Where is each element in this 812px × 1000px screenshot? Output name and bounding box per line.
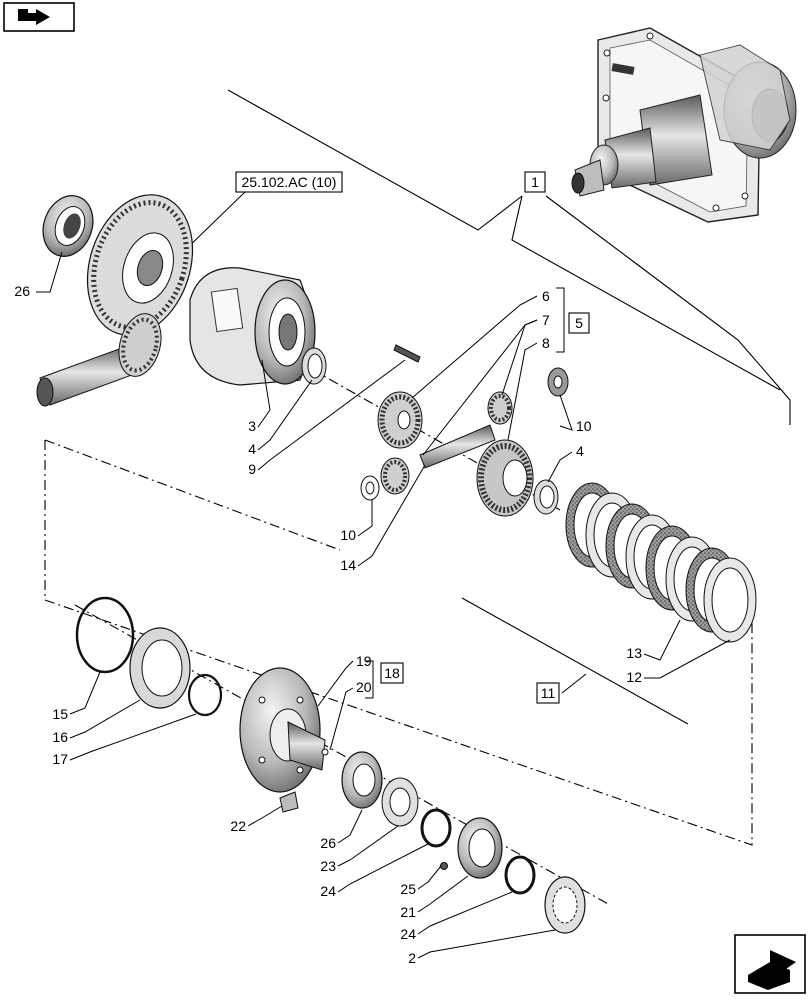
callout-24-top: 24 <box>320 883 336 899</box>
o-ring-17 <box>187 673 223 717</box>
plug-20 <box>321 748 329 756</box>
callout-8: 8 <box>542 335 550 351</box>
callout-10-top: 10 <box>576 418 592 434</box>
callout-9: 9 <box>248 461 256 477</box>
next-page-arrow-icon[interactable] <box>734 934 806 994</box>
pinion-gear-7 <box>487 391 513 425</box>
callout-17: 17 <box>52 751 68 767</box>
bearing-26-bottom <box>341 751 383 809</box>
callout-2: 2 <box>408 950 416 966</box>
callout-3: 3 <box>248 418 256 434</box>
pinion-gear-lower <box>380 457 410 495</box>
cross-shaft-14 <box>419 424 496 469</box>
thrust-washer-4-mid <box>533 479 559 515</box>
washer-10-bottom <box>360 475 380 501</box>
washer-10-top <box>547 367 569 397</box>
thrust-washer-4-top <box>301 347 327 385</box>
group-label-5: 5 <box>575 315 583 331</box>
group-label-18: 18 <box>384 665 400 681</box>
callout-20: 20 <box>356 679 372 695</box>
cover-19 <box>239 667 326 793</box>
callout-25: 25 <box>400 881 416 897</box>
pin-9 <box>393 344 421 363</box>
axle-housing-assembly <box>571 27 797 223</box>
callout-7: 7 <box>542 312 550 328</box>
snap-ring-24-top <box>420 808 452 848</box>
group-box-1[interactable]: 1 <box>524 171 546 193</box>
side-gear-8 <box>476 439 534 517</box>
callout-19: 19 <box>356 653 372 669</box>
callout-numbers: 26 3 4 9 6 7 8 10 4 10 14 13 12 19 20 15… <box>14 283 642 966</box>
leader-lines <box>36 251 731 959</box>
lock-ring-2 <box>544 876 586 934</box>
callout-22: 22 <box>230 818 246 834</box>
ball-25 <box>440 862 448 870</box>
callout-15: 15 <box>52 706 68 722</box>
callout-4-top: 4 <box>248 441 256 457</box>
callout-13: 13 <box>626 645 642 661</box>
back-arrow-icon[interactable] <box>3 2 75 32</box>
group-label-1: 1 <box>531 174 539 190</box>
differential-case <box>189 267 316 386</box>
seal-21 <box>457 817 503 879</box>
reference-label: 25.102.AC (10) <box>242 174 337 190</box>
piston-16 <box>129 627 191 709</box>
group-box-11[interactable]: 11 <box>536 673 587 704</box>
clutch-disc-pack <box>565 482 757 643</box>
callout-6: 6 <box>542 288 550 304</box>
snap-ring-24-bottom <box>504 855 536 895</box>
callout-26-top: 26 <box>14 283 30 299</box>
bearing-26-top <box>42 195 94 257</box>
side-gear-6 <box>377 391 423 449</box>
callout-26-bottom: 26 <box>320 835 336 851</box>
callout-16: 16 <box>52 729 68 745</box>
callout-10-bottom: 10 <box>340 527 356 543</box>
callout-4-mid: 4 <box>576 443 584 459</box>
callout-12: 12 <box>626 669 642 685</box>
callout-23: 23 <box>320 858 336 874</box>
ring-gear-and-pinion <box>36 194 194 407</box>
callout-21: 21 <box>400 904 416 920</box>
group-label-11: 11 <box>541 685 556 701</box>
o-ring-15 <box>75 596 135 674</box>
screw-22 <box>279 791 299 813</box>
group-box-18[interactable]: 18 <box>365 660 404 699</box>
reference-box[interactable]: 25.102.AC (10) <box>179 171 343 256</box>
callout-14: 14 <box>340 557 356 573</box>
callout-24-bottom: 24 <box>400 926 416 942</box>
group-box-5[interactable]: 5 <box>556 287 590 353</box>
shim-23 <box>381 777 419 827</box>
